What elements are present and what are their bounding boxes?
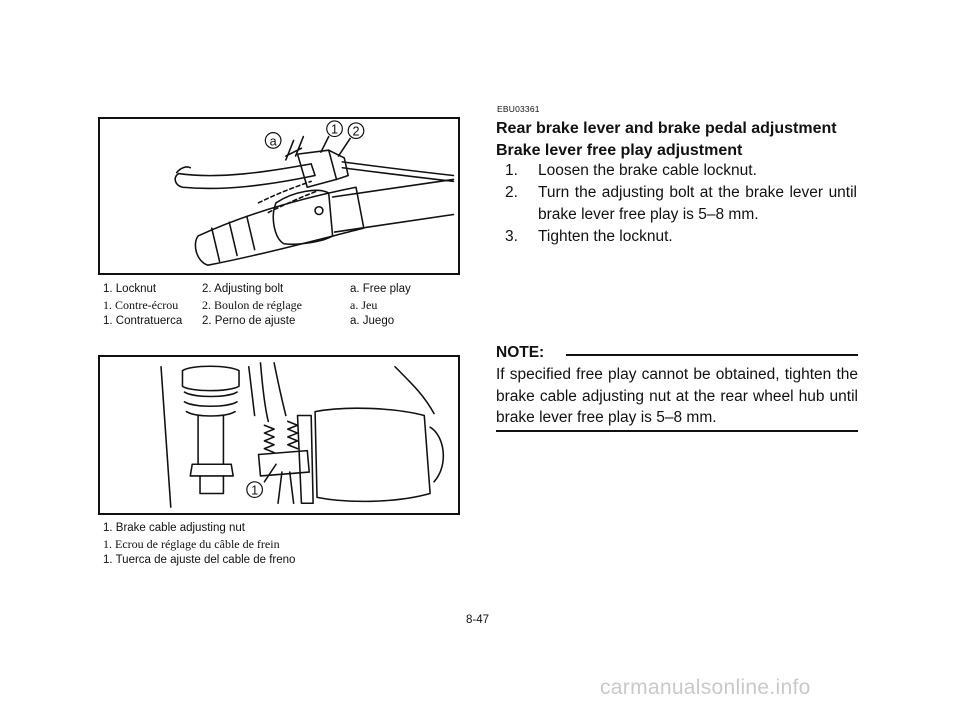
caption-en: 1. Brake cable adjusting nut (103, 522, 245, 534)
step-text: Turn the adjusting bolt at the brake lev… (538, 184, 857, 223)
step-2: 2. Turn the adjusting bolt at the brake … (505, 182, 857, 226)
brake-lever-drawing: a 1 2 (174, 120, 455, 266)
callout-1: 1 (251, 483, 258, 497)
caption-en-2: 2. Adjusting bolt (202, 283, 284, 295)
brake-lever-illustration: a 1 2 (98, 117, 460, 275)
note-rule-top (566, 354, 858, 356)
step-text: Tighten the locknut. (538, 228, 673, 245)
section-subtitle: Brake lever free play adjustment (496, 142, 743, 159)
section-title: Rear brake lever and brake pedal adjustm… (496, 120, 837, 137)
caption-es: 1. Tuerca de ajuste del cable de freno (103, 554, 296, 566)
section-code: EBU03361 (497, 104, 540, 114)
note-label: NOTE: (496, 344, 545, 361)
step-number: 3. (505, 228, 518, 245)
note-text: If specified free play cannot be obtaine… (496, 366, 858, 426)
step-number: 1. (505, 162, 518, 179)
caption-fr-2: 2. Boulon de réglage (202, 298, 302, 312)
callout-a: a (270, 134, 278, 148)
callout-1: 1 (331, 123, 338, 137)
step-1: 1. Loosen the brake cable locknut. (505, 160, 857, 182)
caption-fr: 1. Ecrou de réglage du câble de frein (103, 537, 280, 551)
watermark: carmanualsonline.info (600, 676, 811, 699)
caption-es-2: 2. Perno de ajuste (202, 315, 296, 327)
caption-fr-a: a. Jeu (350, 298, 378, 312)
page-number: 8-47 (466, 614, 490, 626)
step-3: 3. Tighten the locknut. (505, 226, 857, 248)
brake-cable-drawing: 1 (160, 362, 445, 508)
caption-es-a: a. Juego (350, 315, 395, 327)
callout-2: 2 (352, 125, 359, 139)
caption-fr-1: 1. Contre-écrou (103, 298, 179, 312)
caption-es-1: 1. Contratuerca (103, 315, 183, 327)
step-number: 2. (505, 184, 518, 201)
note-rule-bottom (496, 430, 858, 432)
caption-en-1: 1. Locknut (103, 283, 157, 295)
step-text: Loosen the brake cable locknut. (538, 162, 757, 179)
brake-cable-illustration: 1 (98, 355, 460, 515)
caption-en-a: a. Free play (350, 283, 411, 295)
